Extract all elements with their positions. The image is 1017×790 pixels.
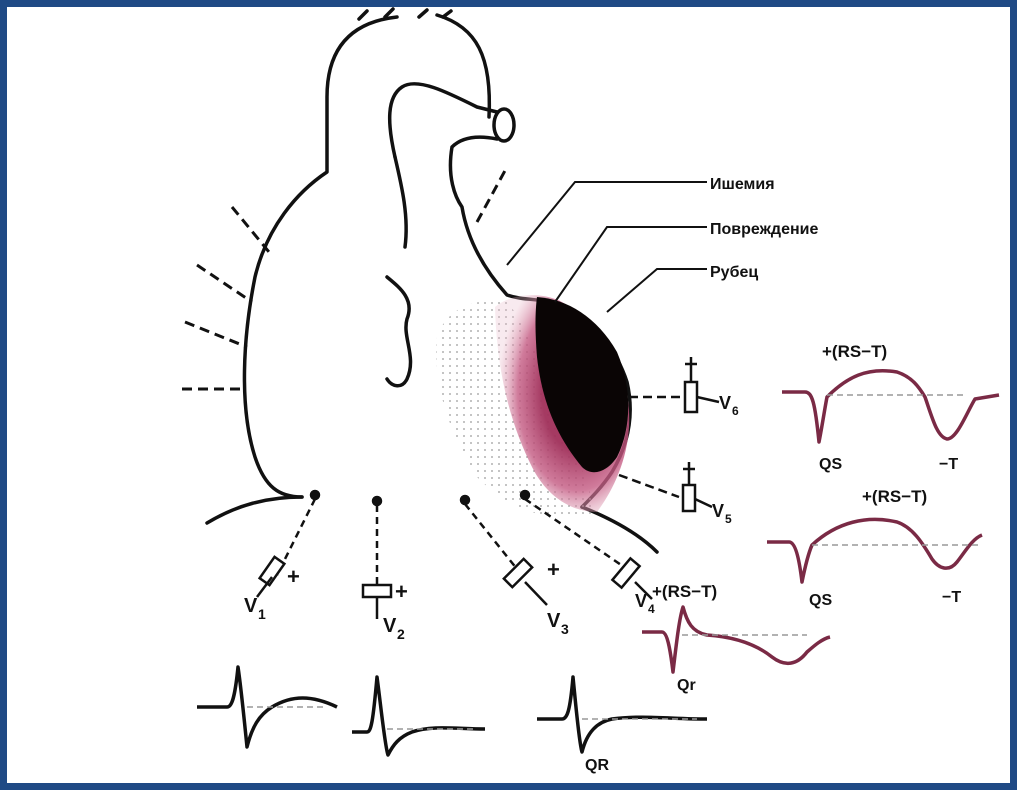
- ecg-v6-rst: +(RS−T): [822, 342, 887, 361]
- lead-v1-plus: +: [287, 564, 300, 589]
- ecg-v4-rst: +(RS−T): [652, 582, 717, 601]
- label-pointers: [507, 182, 707, 312]
- label-ischemia: Ишемия: [710, 176, 775, 193]
- ecg-v4-qr: Qr: [677, 677, 696, 694]
- ecg-trace-v2: [352, 677, 485, 755]
- ecg-v6-qs: QS: [819, 456, 842, 473]
- ecg-v5-rst: +(RS−T): [862, 487, 927, 506]
- septum-line: [387, 277, 411, 386]
- lead-v2-plus: +: [395, 579, 408, 604]
- inner-line: [395, 157, 406, 247]
- right-ventricle-base: [207, 497, 302, 523]
- lead-v1-sub: 1: [258, 606, 266, 622]
- ecg-trace-v4: [642, 607, 830, 672]
- lead-v3-sub: 3: [561, 621, 569, 637]
- lead-v4-sub: 4: [648, 602, 655, 616]
- ecg-v5-t: −T: [942, 589, 961, 606]
- pulmonary-trunk: [390, 84, 497, 157]
- ecg-trace-v6: [782, 371, 999, 442]
- ecg-v6-t: −T: [939, 456, 958, 473]
- lead-v6-label: V: [719, 393, 731, 413]
- lead-v2-sub: 2: [397, 626, 405, 642]
- lead-v4-label: V: [635, 591, 647, 611]
- lead-v2-label: V: [383, 615, 397, 637]
- ecg-v5-qs: QS: [809, 592, 832, 609]
- lead-v6-sub: 6: [732, 404, 739, 418]
- lead-v1-label: V: [244, 595, 258, 617]
- pulmonary-opening: [494, 109, 514, 141]
- ecg-trace-v5: [767, 519, 982, 582]
- ecg-v3-qr: QR: [585, 757, 609, 774]
- label-scar: Рубец: [710, 264, 758, 281]
- lead-v6: [629, 357, 719, 412]
- left-ventricle-base: [582, 507, 657, 552]
- lead-v2: [363, 497, 391, 619]
- lead-v3-plus: +: [547, 557, 560, 582]
- lead-v5-sub: 5: [725, 512, 732, 526]
- figure-frame: Ишемия Повреждение Рубец + V 1 + V 2 + V…: [7, 7, 1010, 783]
- lead-v3-label: V: [547, 610, 561, 632]
- heart-ecg-diagram: Ишемия Повреждение Рубец + V 1 + V 2 + V…: [7, 7, 1010, 783]
- label-damage: Повреждение: [710, 221, 818, 238]
- lead-v5-label: V: [712, 501, 724, 521]
- lead-v5: [619, 462, 712, 511]
- aortic-arch: [244, 17, 397, 497]
